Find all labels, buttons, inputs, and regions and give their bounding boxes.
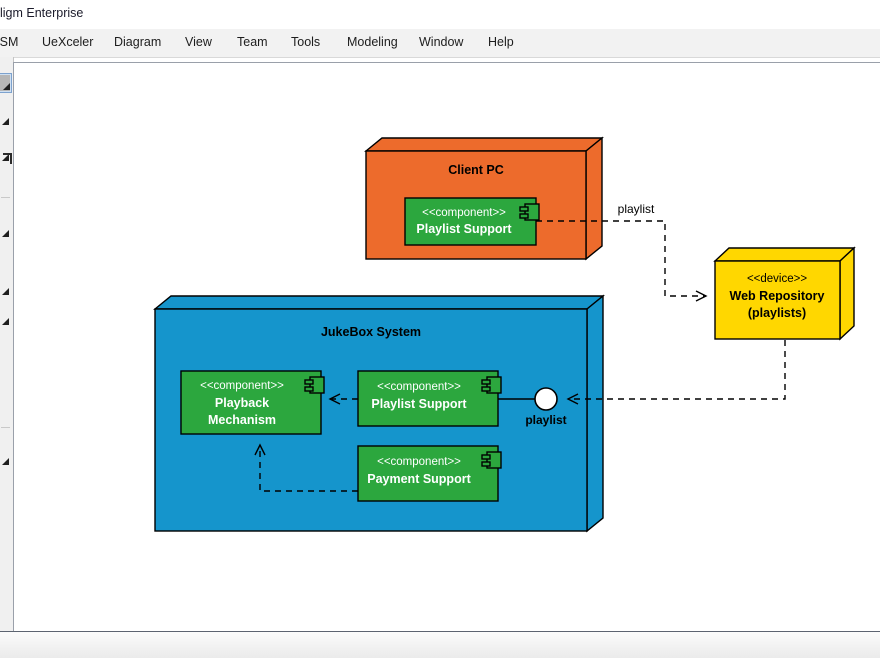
component-client-playlist-support[interactable]: <<component>> Playlist Support: [404, 197, 540, 246]
diagram-surface[interactable]: Client PC <<component>> Playlist Support: [14, 63, 880, 631]
node-web-repository-sublabel: (playlists): [748, 306, 806, 320]
component-label: Playback: [215, 396, 269, 410]
icon-glyph: [2, 154, 9, 161]
menu-item-team[interactable]: Team: [237, 35, 268, 49]
association-tool-icon[interactable]: [0, 449, 10, 467]
menu-item-view[interactable]: View: [185, 35, 212, 49]
component-icon: [481, 451, 502, 469]
menu-item-tsm[interactable]: TSM: [0, 35, 19, 49]
status-bar: [0, 631, 880, 658]
menu-item-window[interactable]: Window: [419, 35, 464, 49]
component-stereotype: <<component>>: [422, 207, 506, 219]
diagram-canvas[interactable]: Client PC <<component>> Playlist Support: [13, 62, 880, 632]
icon-glyph: [2, 230, 9, 237]
title-bar: ligm Enterprise: [0, 0, 880, 30]
menu-item-uexceler[interactable]: UeXceler: [42, 35, 94, 49]
menu-item-diagram[interactable]: Diagram: [114, 35, 162, 49]
component-label: Playlist Support: [416, 222, 512, 236]
toolbar-separator: [1, 427, 10, 428]
shape-tool-icon[interactable]: [0, 109, 10, 127]
component-stereotype: <<component>>: [377, 381, 461, 393]
dependency-playlist-label: playlist: [618, 202, 655, 216]
node-web-repository-stereotype: <<device>>: [747, 273, 807, 285]
icon-glyph: [2, 118, 9, 125]
component-tool-icon[interactable]: [0, 309, 10, 327]
interface-playlist-lollipop[interactable]: playlist: [498, 387, 567, 427]
node-tool-icon[interactable]: [0, 221, 10, 239]
interface-playlist-label: playlist: [525, 413, 566, 427]
component-jukebox-playlist-support[interactable]: <<component>> Playlist Support: [357, 370, 502, 427]
icon-glyph: [2, 458, 9, 465]
component-stereotype: <<component>>: [200, 380, 284, 392]
component-icon: [519, 203, 540, 221]
pointer-tool-icon[interactable]: [0, 73, 12, 93]
bracket-glyph-icon[interactable]: [3, 153, 12, 164]
diagram-toolbar[interactable]: [0, 57, 14, 658]
component-stereotype: <<component>>: [377, 456, 461, 468]
component-payment-support[interactable]: <<component>> Payment Support: [357, 445, 502, 502]
menu-item-tools[interactable]: Tools: [291, 35, 321, 49]
menu-item-modeling[interactable]: Modeling: [347, 35, 398, 49]
node-web-repository-label: Web Repository: [730, 289, 825, 303]
node-web-repository[interactable]: <<device>> Web Repository (playlists): [713, 246, 856, 341]
bracket-tool-icon[interactable]: [0, 145, 10, 163]
component-label: Playlist Support: [371, 397, 467, 411]
node-client-pc[interactable]: Client PC: [364, 136, 604, 261]
node-client-pc-label: Client PC: [448, 163, 504, 177]
menu-item-help[interactable]: Help: [488, 35, 514, 49]
device-tool-icon[interactable]: [0, 279, 10, 297]
menu-bar: TSM UeXceler Diagram View Team Tools Modeling W…: [0, 29, 880, 58]
icon-glyph: [2, 288, 9, 295]
icon-glyph: [3, 83, 10, 90]
component-label: Payment Support: [367, 472, 471, 486]
node-jukebox-system-label: JukeBox System: [321, 325, 421, 339]
icon-glyph: [2, 318, 9, 325]
component-icon: [481, 376, 502, 394]
dependency-repository-to-interface[interactable]: [566, 340, 786, 405]
component-playback-mechanism[interactable]: <<component>> Playback Mechanism: [180, 370, 325, 435]
window-title: ligm Enterprise: [0, 6, 84, 20]
dependency-client-to-repository[interactable]: playlist: [536, 202, 708, 302]
component-icon: [304, 376, 325, 394]
component-label-line2: Mechanism: [208, 413, 276, 427]
toolbar-separator: [1, 197, 10, 198]
deployment-diagram-svg: Client PC <<component>> Playlist Support: [153, 136, 856, 533]
